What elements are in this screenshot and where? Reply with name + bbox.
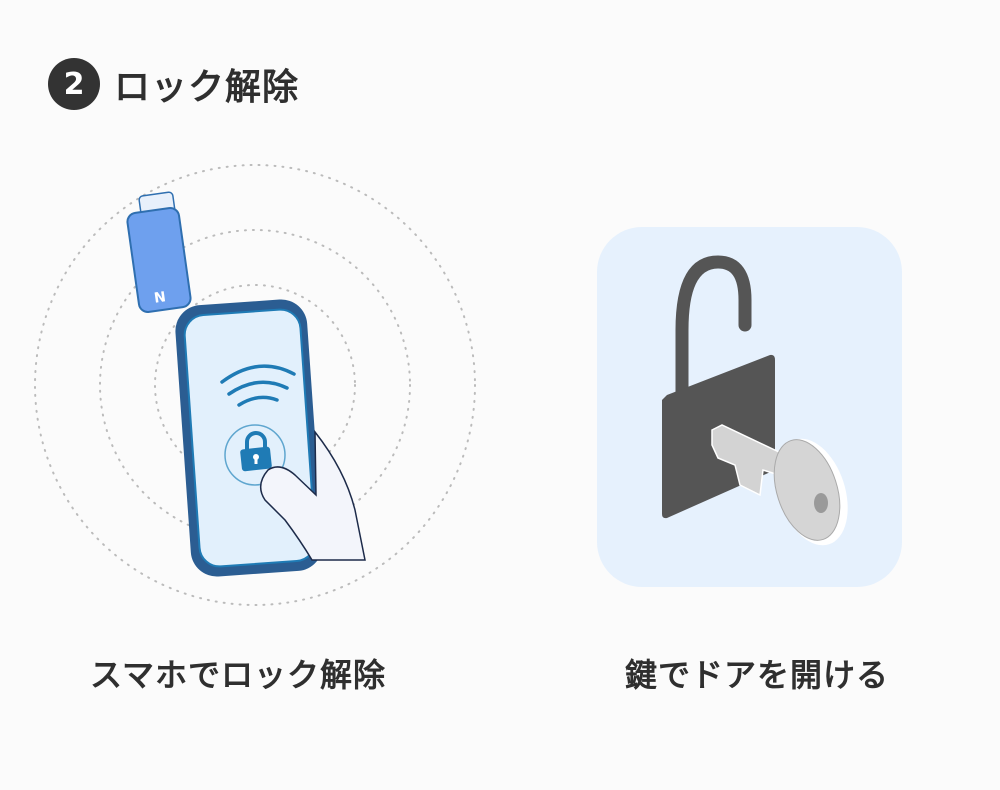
left-caption: スマホでロック解除 xyxy=(90,656,387,694)
signal-rings xyxy=(34,164,476,606)
step-number-badge: 2 xyxy=(48,58,100,110)
finger-icon xyxy=(259,429,366,561)
step-heading: 2 ロック解除 xyxy=(48,58,299,110)
svg-text:N: N xyxy=(153,289,167,306)
key-unlock-illustration xyxy=(597,227,902,587)
padlock-icon xyxy=(240,431,272,472)
wifi-signal-icon xyxy=(220,364,296,407)
smartphone-unlock-illustration: N xyxy=(34,164,476,606)
right-caption: 鍵でドアを開ける xyxy=(625,656,890,694)
usb-token-icon: N xyxy=(126,191,192,313)
key-icon xyxy=(711,424,848,546)
step-title: ロック解除 xyxy=(114,67,300,108)
